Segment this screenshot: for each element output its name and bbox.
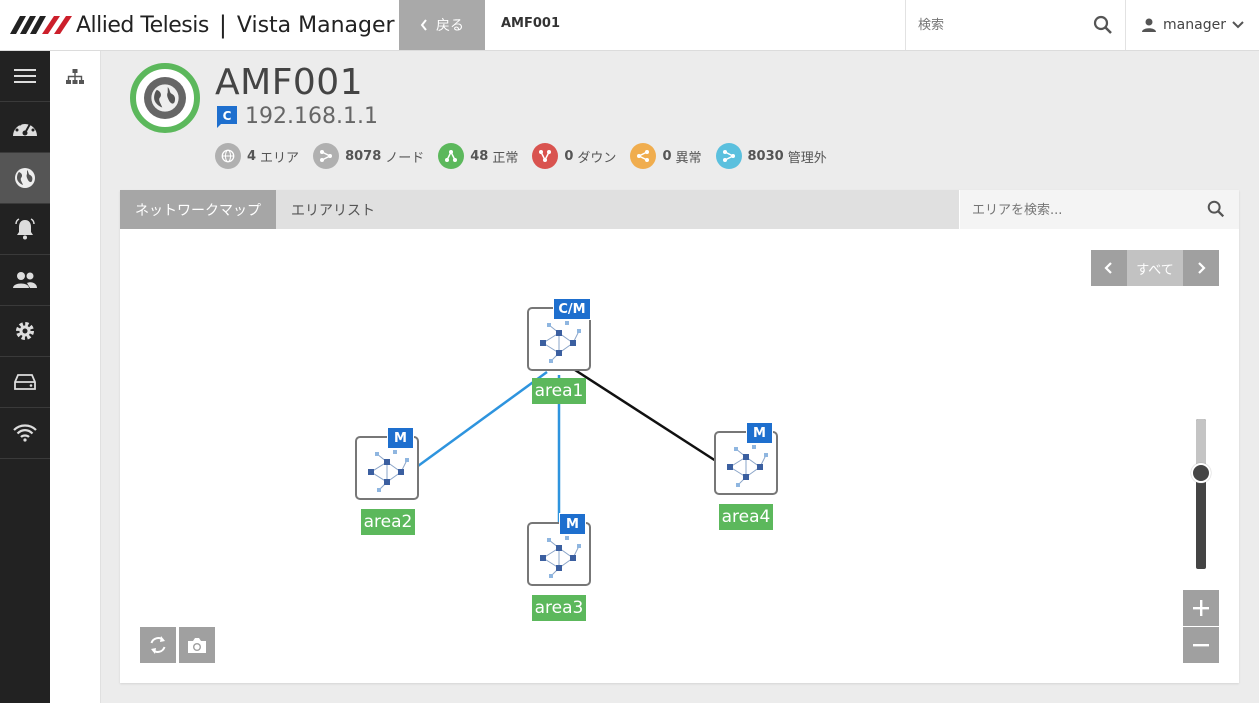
sub-sidebar [50, 51, 101, 703]
user-name: manager [1163, 17, 1226, 33]
menu-icon [14, 69, 36, 83]
sidebar-item-wireless[interactable] [0, 408, 50, 459]
network-cluster-icon [540, 321, 581, 363]
area-label: area3 [532, 595, 586, 621]
node-down-icon [539, 150, 552, 162]
node-up-icon [445, 150, 458, 162]
sidebar-item-users[interactable] [0, 255, 50, 306]
back-button[interactable]: 戻る [399, 0, 485, 50]
zoom-out-button[interactable] [1183, 627, 1219, 663]
storage-icon [14, 374, 36, 390]
globe-icon [221, 149, 235, 163]
hierarchy-icon[interactable] [66, 69, 84, 85]
users-icon [13, 272, 37, 288]
zoom-slider-handle[interactable] [1191, 463, 1211, 483]
area-label: area1 [532, 378, 586, 404]
chevron-left-icon [420, 19, 427, 31]
sidebar-item-dashboard[interactable] [0, 102, 50, 153]
share-icon [722, 150, 735, 162]
area-label: area4 [719, 504, 773, 530]
search-input[interactable] [918, 14, 1078, 36]
sidebar-item-alarms[interactable] [0, 204, 50, 255]
tab-area-list[interactable]: エリアリスト [291, 202, 375, 219]
area-role-tag: C/M [553, 298, 591, 320]
tab-network-map[interactable]: ネットワークマップ [120, 190, 276, 229]
area-search [960, 190, 1239, 229]
network-cluster-icon [540, 536, 581, 578]
area-pager: すべて [1091, 250, 1219, 286]
chevron-right-icon [1198, 262, 1206, 274]
dashboard-icon [13, 119, 37, 136]
search-icon[interactable] [1092, 14, 1114, 36]
user-icon [1142, 18, 1157, 32]
product-name: Vista Manager [236, 12, 395, 38]
sidebar [0, 51, 50, 703]
screenshot-button[interactable] [179, 627, 215, 663]
sidebar-item-menu[interactable] [0, 51, 50, 102]
globe-icon [15, 168, 35, 188]
area-search-input[interactable] [972, 199, 1192, 221]
main-panel: ネットワークマップ エリアリスト C/M area1 [120, 190, 1239, 683]
alarm-bell-icon [15, 218, 35, 240]
controller-badge-icon: C [217, 106, 237, 128]
svg-text:C: C [223, 109, 232, 123]
share-left-icon [637, 150, 650, 162]
share-icon [320, 150, 333, 162]
link-area1-area4 [574, 368, 717, 463]
next-page-button[interactable] [1183, 250, 1219, 286]
top-bar: Allied Telesis | Vista Manager 戻る AMF001… [0, 0, 1259, 51]
area-label: area2 [361, 509, 415, 535]
minus-icon [1193, 644, 1209, 647]
camera-icon [188, 638, 206, 653]
prev-page-button[interactable] [1091, 250, 1127, 286]
area-role-tag: M [387, 427, 414, 449]
pager-label: すべて [1127, 250, 1183, 286]
link-area1-area2 [417, 370, 548, 468]
zoom-slider[interactable] [1196, 419, 1206, 569]
chevron-left-icon [1104, 262, 1112, 274]
refresh-icon [150, 636, 166, 654]
logo: Allied Telesis | Vista Manager [10, 10, 395, 40]
breadcrumb: AMF001 [501, 16, 561, 31]
area-role-tag: M [559, 513, 586, 535]
user-menu[interactable]: manager [1125, 0, 1259, 50]
network-cluster-icon [727, 445, 768, 487]
zoom-in-button[interactable] [1183, 590, 1219, 626]
area-role-tag: M [746, 422, 773, 444]
zoom-controls [1183, 590, 1219, 664]
status-badge [130, 63, 200, 133]
sidebar-item-settings[interactable] [0, 306, 50, 357]
globe-icon [151, 84, 179, 112]
network-cluster-icon [368, 450, 409, 492]
wifi-icon [13, 424, 37, 442]
page-title: AMF001 [215, 62, 364, 103]
refresh-button[interactable] [140, 627, 176, 663]
back-label: 戻る [436, 18, 464, 34]
map-links [417, 368, 717, 522]
tab-bar: ネットワークマップ エリアリスト [120, 190, 959, 229]
global-search [905, 0, 1125, 50]
allied-telesis-logo-icon [10, 16, 72, 34]
sidebar-item-storage[interactable] [0, 357, 50, 408]
network-map[interactable]: C/M area1 M area2 [120, 230, 1239, 683]
brand-name: Allied Telesis [76, 12, 209, 38]
gear-icon [16, 322, 34, 340]
ip-address: 192.168.1.1 [245, 104, 378, 129]
search-icon[interactable] [1206, 199, 1226, 219]
chevron-down-icon [1232, 21, 1244, 29]
sidebar-item-network[interactable] [0, 153, 50, 204]
plus-icon [1193, 600, 1209, 616]
